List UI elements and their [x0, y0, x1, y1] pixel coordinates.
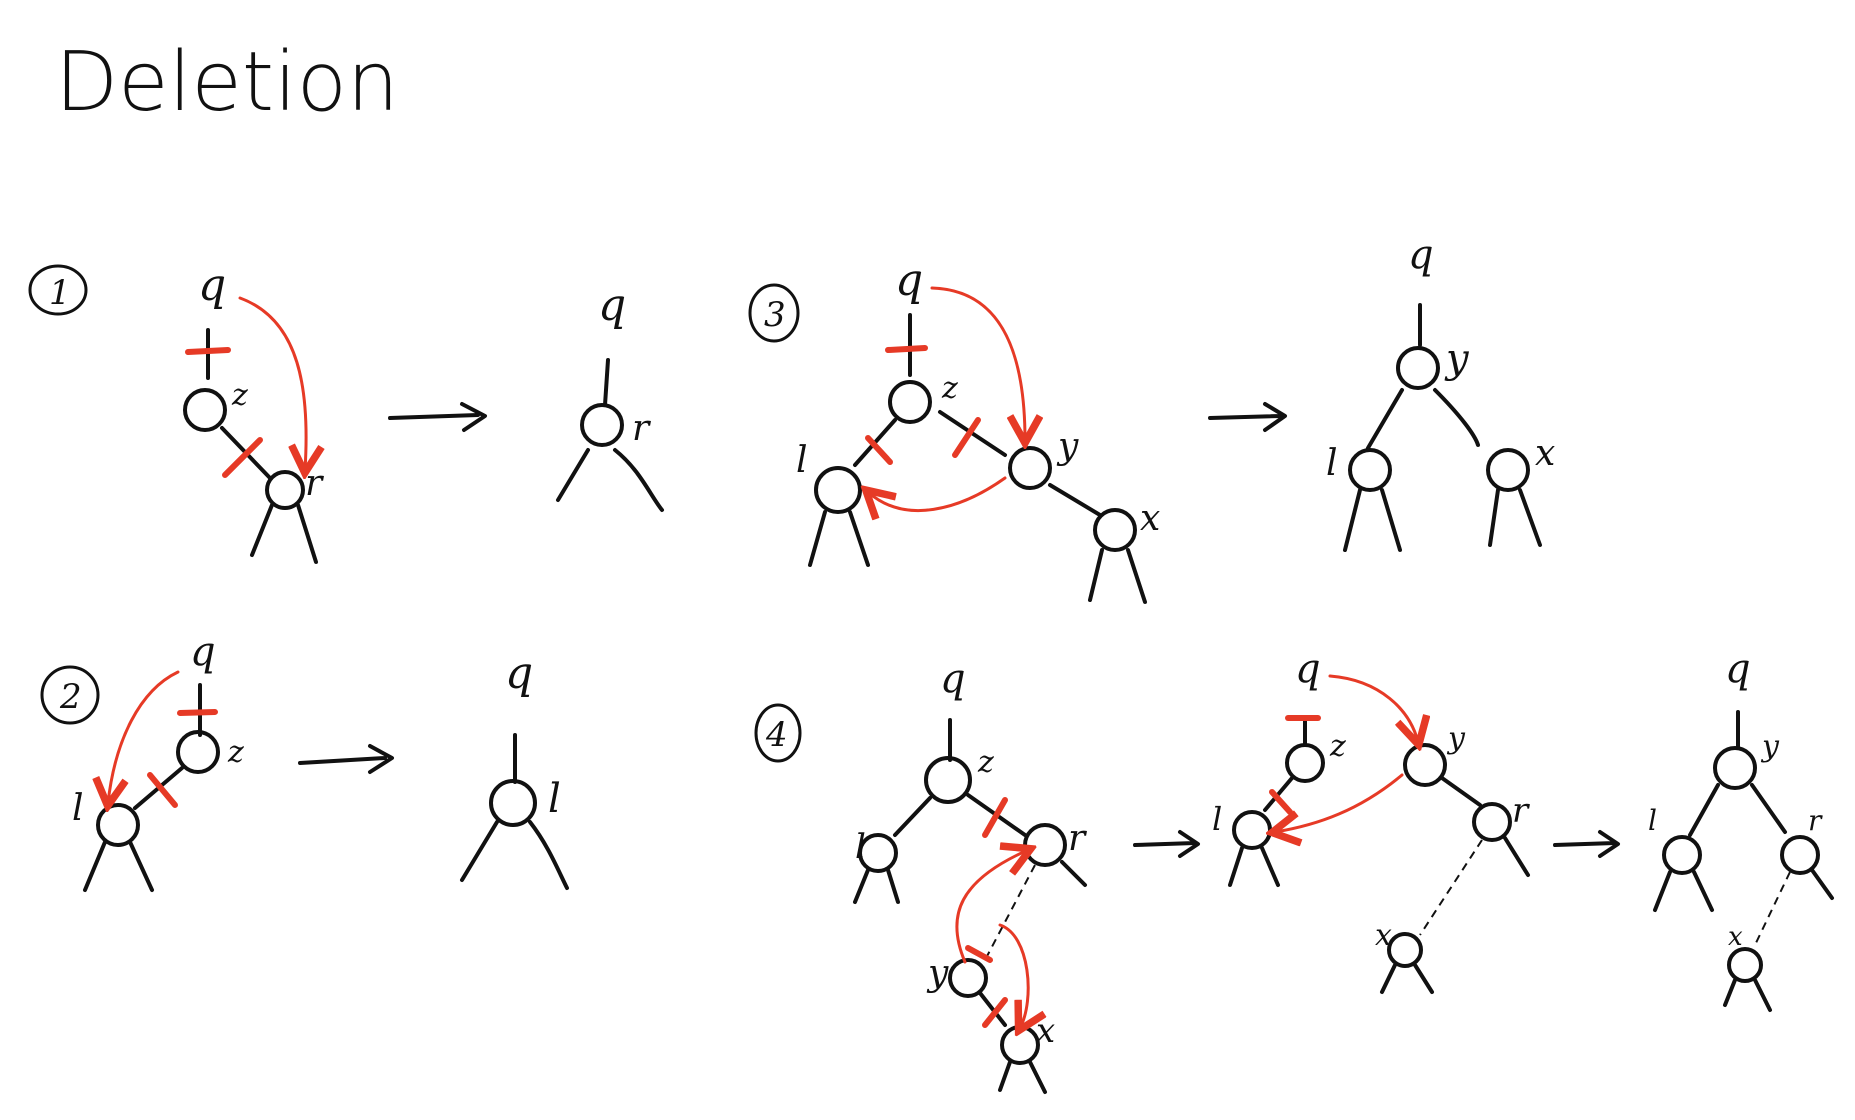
node-l: [1232, 810, 1272, 850]
node-label-y: y: [1056, 426, 1079, 467]
node-label-q: q: [895, 255, 923, 306]
transform-arrow: [298, 744, 394, 774]
node-label-l: l: [796, 440, 808, 481]
node-x: [1093, 508, 1137, 552]
node-x: [1000, 1025, 1040, 1065]
case-3-badge: [748, 283, 800, 343]
node-label-x: x: [1535, 433, 1555, 474]
node-l: [814, 466, 862, 514]
page-title: Deletion: [55, 35, 399, 130]
node-label-q: q: [1408, 232, 1434, 278]
node-label-z: z: [941, 371, 958, 406]
node-r: [1780, 835, 1820, 875]
node-z: [888, 380, 932, 424]
node-label-z: z: [977, 745, 994, 780]
node-x: [1387, 932, 1423, 968]
node-z: [176, 730, 220, 774]
node-label-x: x: [1375, 918, 1392, 953]
node-label-y: y: [1760, 729, 1780, 764]
case-2-number: 2: [59, 677, 82, 717]
node-x: [1486, 448, 1530, 492]
case-2-badge: [40, 665, 100, 725]
node-label-y: y: [1446, 721, 1466, 756]
node-z: [183, 388, 227, 432]
node-label-x: x: [1036, 1011, 1055, 1051]
node-label-q: q: [940, 656, 966, 702]
node-r: [1023, 823, 1067, 867]
node-label-r: r: [632, 408, 651, 449]
node-label-y: y: [1444, 336, 1470, 382]
node-label-r: r: [1068, 818, 1087, 859]
node-label-q: q: [190, 629, 216, 675]
node-l: [489, 779, 537, 827]
case-2: 2 q z l q l: [40, 629, 569, 892]
node-label-l: l: [1212, 800, 1222, 838]
transform-arrow: [388, 402, 487, 432]
node-l: [96, 803, 140, 847]
node-label-x: x: [1140, 498, 1160, 539]
node-l: [1662, 835, 1702, 875]
node-y: [1008, 446, 1052, 490]
case-1-number: 1: [49, 273, 71, 313]
node-z: [1285, 743, 1325, 783]
node-label-l: l: [1326, 443, 1338, 484]
node-y: [1396, 346, 1440, 390]
node-label-l: l: [1648, 804, 1657, 837]
node-label-l: l: [855, 827, 866, 867]
node-label-q: q: [505, 648, 533, 699]
node-label-q: q: [198, 260, 226, 311]
case-4-badge: [754, 703, 802, 763]
node-label-l: l: [72, 788, 84, 829]
case-3-number: 3: [764, 295, 786, 335]
node-label-q: q: [598, 280, 626, 331]
case-4-number: 4: [765, 715, 788, 755]
node-label-r: r: [1512, 791, 1530, 831]
node-y: [948, 958, 988, 998]
case-3: 3 q z l y x q y l x: [748, 232, 1555, 604]
node-y: [1713, 746, 1757, 790]
case-4: 4 q z l r y x q z l: [754, 646, 1834, 1094]
node-label-l: l: [548, 776, 561, 822]
node-label-r: r: [1808, 804, 1823, 837]
node-x: [1727, 947, 1763, 983]
case-1: 1 q z r q r: [28, 260, 664, 564]
node-label-z: z: [227, 735, 244, 770]
transform-arrow: [1208, 402, 1287, 432]
case-1-badge: [28, 264, 88, 316]
node-label-z: z: [231, 378, 248, 413]
node-y: [1403, 743, 1447, 787]
transform-arrow: [1553, 830, 1620, 858]
node-r: [1472, 802, 1512, 842]
node-l: [858, 833, 898, 873]
node-l: [1348, 448, 1392, 492]
node-label-y: y: [926, 953, 949, 994]
node-label-x: x: [1728, 922, 1743, 952]
node-label-z: z: [1329, 729, 1346, 764]
node-label-r: r: [305, 463, 324, 504]
node-r: [580, 403, 624, 447]
node-r: [265, 470, 305, 510]
node-label-q: q: [1295, 646, 1321, 692]
node-label-q: q: [1725, 646, 1751, 692]
transform-arrow: [1133, 830, 1200, 858]
node-z: [924, 756, 972, 804]
